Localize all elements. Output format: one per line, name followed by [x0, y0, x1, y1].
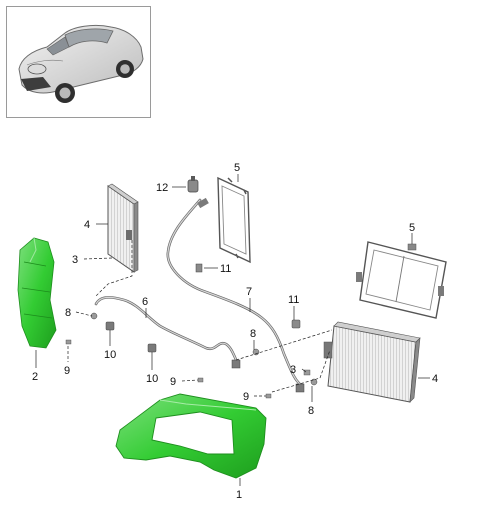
callout-1: 1	[236, 489, 242, 501]
callout-8-right: 8	[308, 405, 314, 417]
part-12-sensor	[187, 176, 199, 193]
part-4-condenser-left	[107, 183, 139, 273]
callout-5-upper: 5	[234, 162, 240, 174]
callout-8-center: 8	[250, 328, 256, 340]
part-3-bracket-right	[295, 369, 311, 393]
part-8-bushing-right	[310, 378, 318, 386]
callout-9-center: 9	[170, 376, 176, 388]
part-10-mount-center	[147, 343, 157, 353]
callout-10-center: 10	[146, 373, 158, 385]
part-6-refrigerant-line	[94, 296, 241, 369]
callout-3-left: 3	[72, 254, 78, 266]
assembly-centerline	[235, 329, 333, 361]
assembly-centerline-3	[95, 240, 133, 297]
callout-7: 7	[246, 286, 252, 298]
part-1-lower-air-duct	[115, 393, 267, 479]
callout-8-left: 8	[65, 307, 71, 319]
part-2-left-air-duct	[17, 237, 57, 349]
part-9-bolt-center	[197, 377, 204, 383]
callout-10-left: 10	[104, 349, 116, 361]
callout-12: 12	[156, 182, 168, 194]
callout-9-left: 9	[64, 365, 70, 377]
callout-9-right: 9	[243, 391, 249, 403]
callout-5-right: 5	[409, 222, 415, 234]
part-4-radiator-right	[323, 321, 421, 403]
callout-11-right: 11	[288, 294, 299, 306]
callout-2: 2	[32, 371, 38, 383]
part-9-bolt-right	[265, 393, 272, 399]
part-5-radiator-frame-right	[356, 241, 447, 319]
part-9-bolt-left	[65, 339, 72, 345]
callout-6: 6	[142, 296, 148, 308]
callout-4-left: 4	[84, 219, 90, 231]
part-11-clip-right	[291, 319, 301, 329]
leader-lines	[35, 174, 430, 486]
callout-3-right: 3	[290, 364, 296, 376]
vehicle-thumbnail-frame	[6, 6, 151, 118]
part-11-clip-upper	[195, 263, 203, 273]
callout-4-right: 4	[432, 373, 438, 385]
part-5-radiator-frame-upper	[217, 176, 251, 264]
callout-11-upper: 11	[220, 263, 231, 275]
part-10-mount-left	[105, 321, 115, 331]
porsche-911-car-thumbnail-icon	[18, 24, 144, 103]
part-7-refrigerant-line	[166, 197, 304, 388]
assembly-centerline-2	[271, 349, 331, 393]
